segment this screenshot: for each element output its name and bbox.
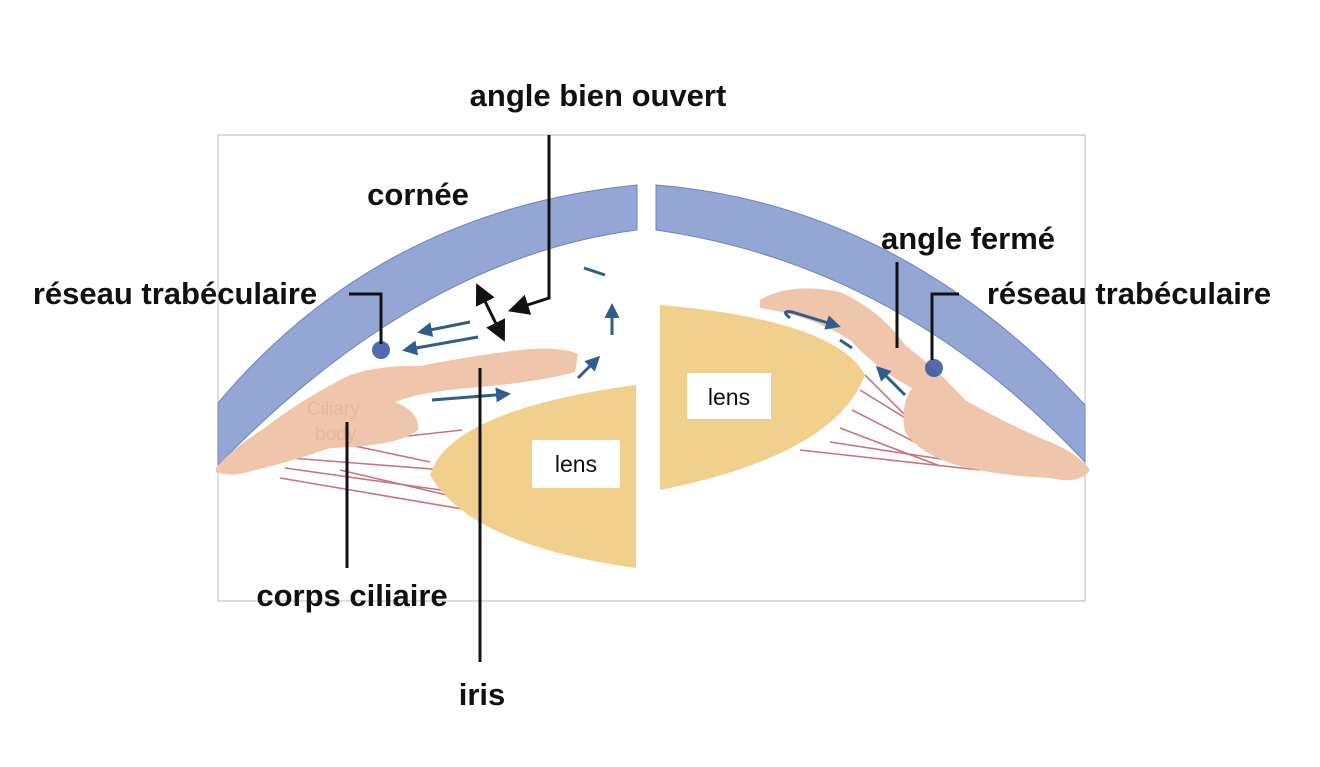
lens-right-label-bg <box>687 373 771 419</box>
leader-angle-open <box>508 135 551 315</box>
leader-lines <box>345 135 959 662</box>
label-trabecular-right: réseau trabéculaire <box>987 276 1271 311</box>
cornea-left <box>217 184 638 467</box>
label-cornea: cornée <box>367 177 469 212</box>
label-angle-closed: angle fermé <box>881 221 1055 256</box>
iris-ciliary-right <box>760 288 1090 481</box>
label-iris: iris <box>459 677 506 712</box>
cornea-right <box>655 184 1086 464</box>
label-angle-open: angle bien ouvert <box>470 78 727 113</box>
trabecular-spot-right <box>925 359 943 377</box>
lens-left-label: lens <box>555 451 597 477</box>
lens-right-label: lens <box>708 384 750 410</box>
leader-trabecular-right <box>930 292 959 360</box>
trabecular-spot-left <box>372 341 390 359</box>
label-ciliary-body: corps ciliaire <box>256 578 447 613</box>
iris-ciliary-left <box>216 348 578 475</box>
faint-body-text: body <box>315 424 357 445</box>
leader-trabecular-left <box>349 292 383 344</box>
lens-left-label-bg <box>532 440 620 488</box>
label-trabecular-left: réseau trabéculaire <box>33 276 317 311</box>
flow-arrows <box>402 266 907 403</box>
faint-ciliary-text: Ciliary <box>307 399 360 420</box>
double-arrow-angle-open <box>475 283 506 342</box>
